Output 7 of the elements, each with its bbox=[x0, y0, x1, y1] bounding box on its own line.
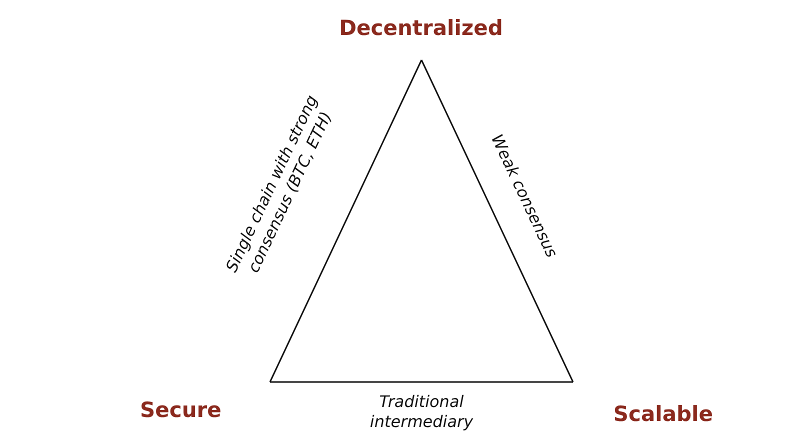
corner-label: Secure bbox=[140, 398, 222, 422]
corner-label: Decentralized bbox=[339, 16, 503, 40]
triangle-side bbox=[270, 381, 573, 383]
edge-label: Traditional intermediary bbox=[368, 392, 474, 432]
corner-label: Scalable bbox=[613, 402, 713, 426]
triangle-side bbox=[420, 60, 574, 382]
triangle-side bbox=[269, 60, 422, 382]
